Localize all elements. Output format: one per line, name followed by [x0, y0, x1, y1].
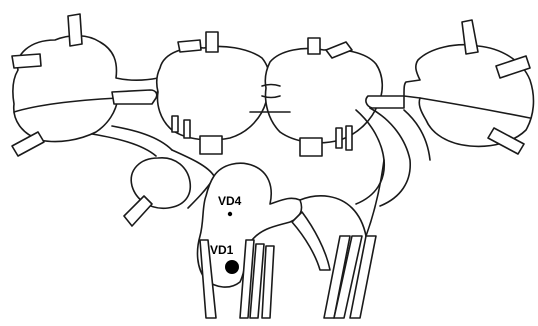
central-left-lobe: [112, 32, 270, 154]
left-lobe: [12, 14, 158, 156]
lower-left-duct: [92, 126, 190, 226]
vd4-dot: [228, 212, 232, 216]
vd1-label: VD1: [210, 243, 234, 257]
central-right-lobe: [265, 38, 404, 156]
vd1-dot: [225, 260, 239, 274]
vd4-label: VD4: [218, 194, 242, 208]
lower-right-tubes: [292, 160, 384, 318]
